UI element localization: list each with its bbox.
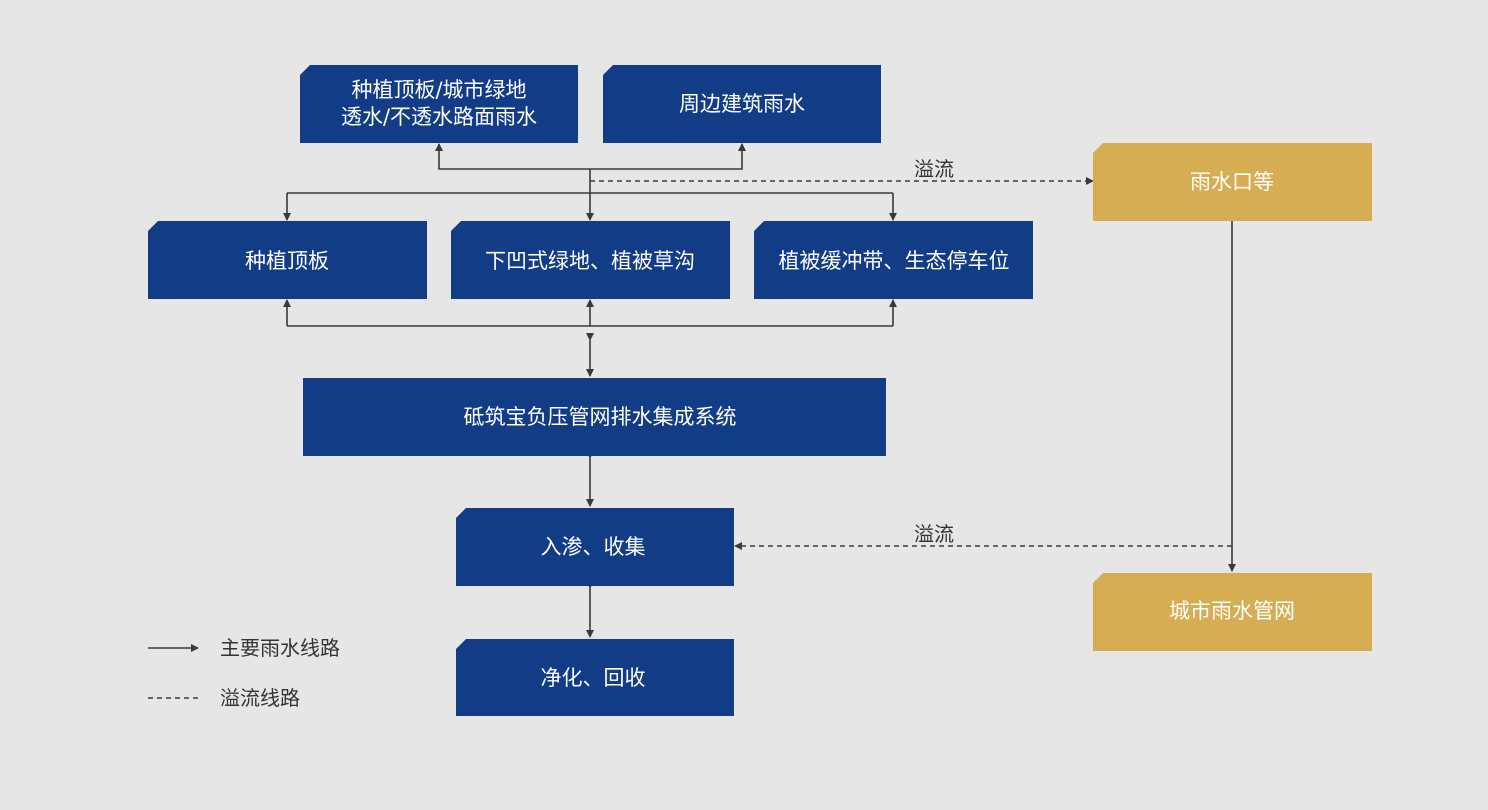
connectors: [283, 143, 1236, 638]
overflow-label-mid: 溢流: [914, 522, 954, 546]
node-city-network[interactable]: 城市雨水管网: [1093, 573, 1372, 651]
node-roof-green-road-line2: 透水/不透水路面雨水: [341, 105, 537, 129]
overflow-label-top: 溢流: [914, 157, 954, 181]
node-city-network-label: 城市雨水管网: [1169, 599, 1295, 623]
node-surrounding-rain[interactable]: 周边建筑雨水: [603, 65, 881, 143]
node-purification-label: 净化、回收: [541, 666, 646, 690]
node-planting-roof[interactable]: 种植顶板: [148, 221, 427, 299]
node-drainage-system-label: 砥筑宝负压管网排水集成系统: [464, 405, 737, 429]
node-planting-roof-label: 种植顶板: [245, 249, 329, 273]
node-drainage-system[interactable]: 砥筑宝负压管网排水集成系统: [303, 378, 886, 456]
node-infiltration[interactable]: 入渗、收集: [456, 508, 734, 586]
node-rain-inlet-label: 雨水口等: [1190, 170, 1274, 194]
connector-top-left: [435, 143, 590, 170]
node-infiltration-label: 入渗、收集: [541, 535, 646, 559]
node-sunken-green[interactable]: 下凹式绿地、植被草沟: [451, 221, 730, 299]
node-roof-green-road-line1: 种植顶板/城市绿地: [351, 78, 526, 102]
node-rain-inlet[interactable]: 雨水口等: [1093, 143, 1372, 221]
node-roof-green-road[interactable]: 种植顶板/城市绿地 透水/不透水路面雨水: [300, 65, 578, 143]
connector-top-right: [590, 143, 746, 170]
legend-main-route-label: 主要雨水线路: [220, 636, 340, 660]
legend-overflow-route-label: 溢流线路: [220, 686, 300, 710]
node-surrounding-rain-label: 周边建筑雨水: [679, 92, 805, 116]
node-purification[interactable]: 净化、回收: [456, 639, 734, 716]
node-buffer-parking[interactable]: 植被缓冲带、生态停车位: [754, 221, 1033, 299]
node-sunken-green-label: 下凹式绿地、植被草沟: [485, 249, 695, 273]
legend: 主要雨水线路 溢流线路: [148, 636, 340, 710]
node-buffer-parking-label: 植被缓冲带、生态停车位: [779, 249, 1010, 273]
